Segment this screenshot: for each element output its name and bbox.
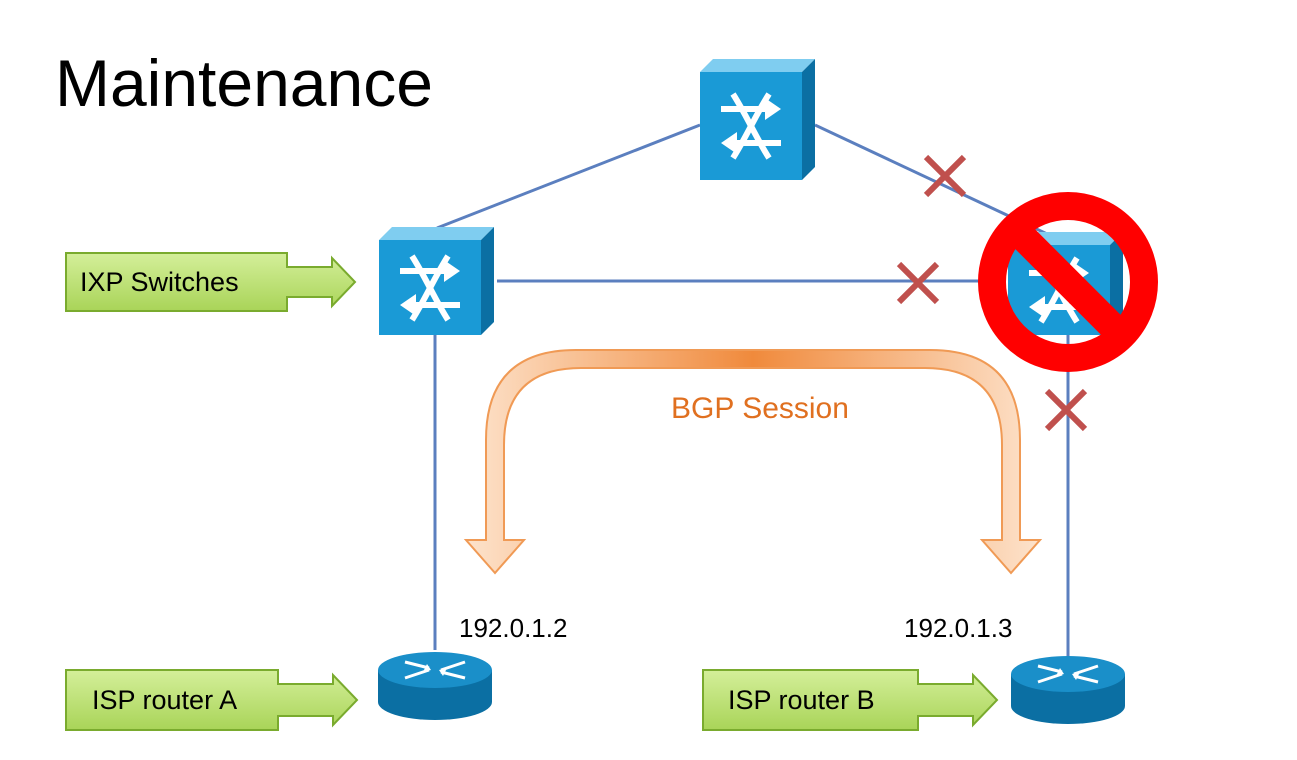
callout-isp-router-a: ISP router A	[65, 669, 359, 731]
router-icon	[378, 652, 492, 720]
router-b-address: 192.0.1.3	[904, 613, 1012, 643]
bgp-session-arrow	[463, 349, 1043, 575]
router-a-address: 192.0.1.2	[459, 613, 567, 643]
switch-icon	[379, 227, 494, 335]
callout-isp-router-b: ISP router B	[702, 669, 999, 731]
cross-mark-icon	[1044, 388, 1088, 432]
page-title: Maintenance	[55, 46, 433, 120]
cross-mark-icon	[923, 154, 967, 198]
router-icon	[1011, 656, 1125, 724]
callout-label: ISP router B	[728, 685, 875, 715]
network-links	[433, 123, 1070, 660]
cross-mark-icon	[896, 261, 940, 305]
callout-ixp-switches: IXP Switches	[65, 252, 357, 312]
link-left-to-top	[436, 123, 701, 230]
switch-icon	[700, 59, 815, 180]
bgp-session-label: BGP Session	[671, 392, 849, 425]
prohibited-icon	[978, 192, 1158, 372]
callout-label: IXP Switches	[80, 267, 239, 297]
callout-label: ISP router A	[92, 685, 237, 715]
